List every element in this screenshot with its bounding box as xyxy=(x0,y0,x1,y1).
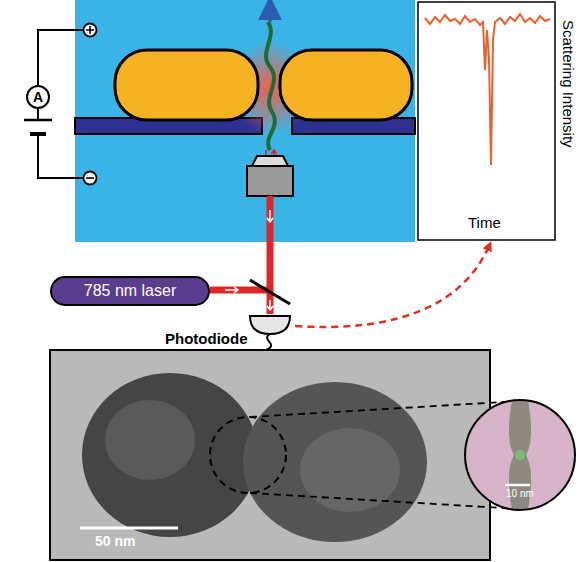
dna-strand xyxy=(266,22,275,150)
signal-plot: Scattering IntensityTime xyxy=(418,0,581,242)
node-label: 10 nm xyxy=(506,488,534,499)
translocation-arrow xyxy=(269,8,272,22)
zoom-marker xyxy=(210,417,286,493)
ammeter-symbol: A xyxy=(26,85,50,109)
gold-nanorod xyxy=(280,50,412,120)
battery-plate xyxy=(30,132,46,136)
gold-nanorod xyxy=(115,50,258,120)
node-label: Scattering Intensity xyxy=(560,20,577,148)
zoom-leader xyxy=(250,493,520,509)
objective-body xyxy=(247,166,293,196)
beam-arrow xyxy=(267,300,273,310)
photodiode-detector xyxy=(250,316,290,334)
photodiode: Photodiode xyxy=(160,302,295,350)
node-label: Time xyxy=(468,214,501,231)
nanorod-image xyxy=(82,373,258,537)
nanorod-texture xyxy=(105,400,195,480)
zoom-inset xyxy=(465,400,575,510)
beam-arrow xyxy=(267,210,273,222)
zoom-leader xyxy=(250,401,520,417)
laser-beam xyxy=(267,196,274,314)
beam-splitter xyxy=(250,280,290,304)
node-label: 50 nm xyxy=(95,533,135,549)
tem-micrograph: 50 nm xyxy=(50,350,490,560)
signal-arrow xyxy=(295,244,490,327)
tem-image xyxy=(50,350,490,560)
plot-frame xyxy=(418,2,555,240)
photodiode-wire xyxy=(266,334,271,350)
battery-plate xyxy=(24,119,52,122)
node-label: 785 nm laser xyxy=(52,278,208,304)
scale-bar xyxy=(80,527,178,530)
objective-lens xyxy=(252,156,288,166)
node-label: Photodiode xyxy=(165,330,248,347)
negative-terminal xyxy=(84,172,97,185)
nanorod-image xyxy=(243,382,427,542)
zoom-inset: 10 nm xyxy=(465,400,575,510)
laser-source: 785 nm laser xyxy=(50,276,210,306)
fluid-cell xyxy=(75,0,415,242)
scattering-trace xyxy=(425,14,550,165)
node-label: A xyxy=(28,87,48,107)
positive-terminal xyxy=(84,24,97,37)
beam-arrow xyxy=(225,287,238,293)
